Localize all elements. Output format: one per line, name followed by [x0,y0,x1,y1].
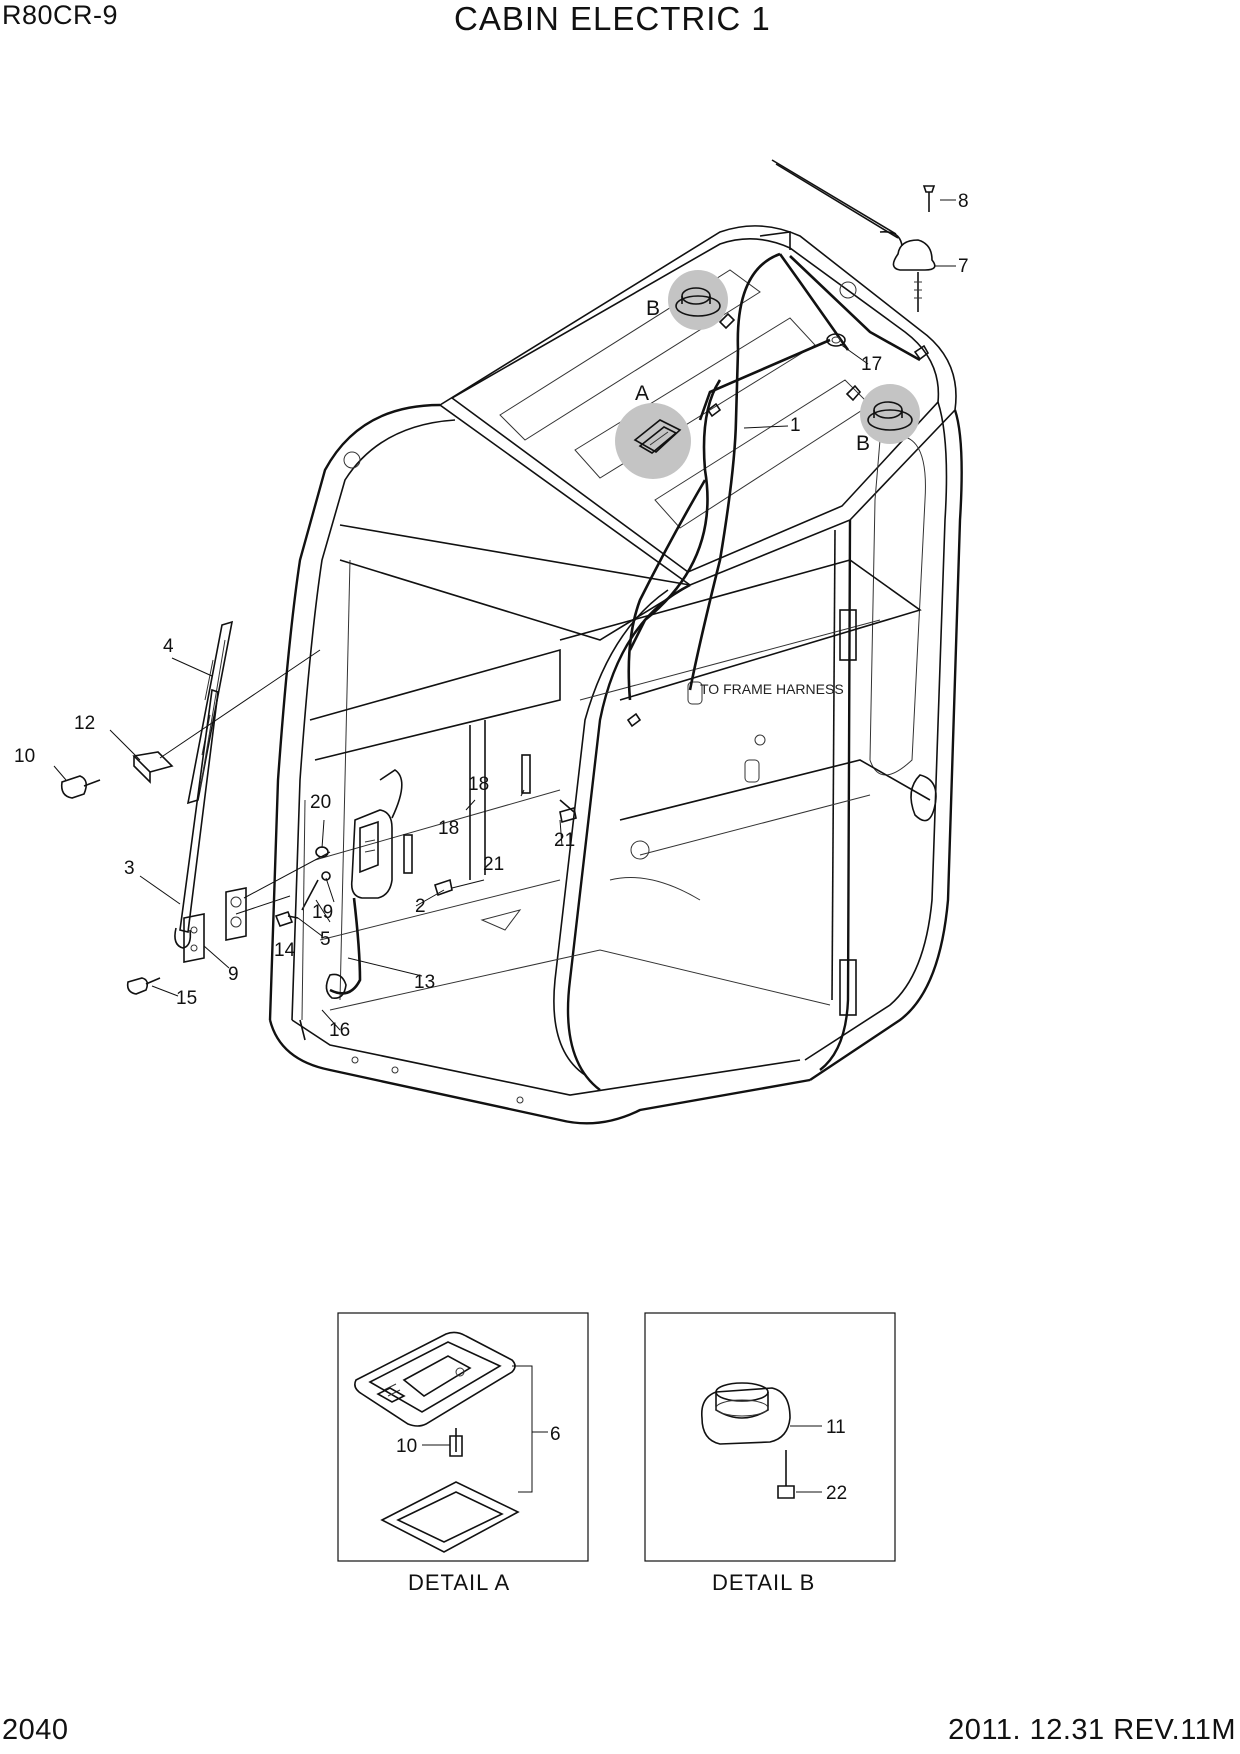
antenna-assembly [771,159,936,312]
callout-3: 3 [124,858,135,879]
callout-15: 15 [176,988,197,1009]
callout-19: 19 [312,902,333,923]
page-number: 2040 [2,1714,69,1746]
detail-a-callout-10: 10 [396,1436,417,1457]
nut-14 [274,911,299,927]
harness-note: TO FRAME HARNESS [700,681,844,697]
revision-date: 2011. 12.31 REV.11M [948,1714,1236,1746]
wiper-bracket [132,751,174,784]
bolt-10 [60,775,101,799]
speaker-left [668,270,728,330]
wiper-controller [350,769,403,899]
wiper-seal-plate [225,887,247,941]
callout-9: 9 [228,964,239,985]
page-title: CABIN ELECTRIC 1 [454,0,771,37]
detail-a-panel: 10 6 DETAIL A [337,1312,589,1595]
callout-20: 20 [310,792,331,813]
callout-16: 16 [329,1020,350,1041]
callout-7: 7 [958,256,969,277]
speaker-right [860,384,920,444]
brackets-18 [403,754,531,874]
marker-b-lower: B [856,432,870,455]
marker-b-upper: B [646,297,660,320]
detail-b-callout-11: 11 [826,1417,846,1438]
lower-harness [299,799,362,1041]
wiper-arm [174,688,219,949]
callout-2: 2 [415,896,426,917]
detail-a-caption: DETAIL A [408,1570,510,1595]
bolt-15 [126,977,161,995]
leader-lines [53,199,956,1031]
detail-b-caption: DETAIL B [712,1570,815,1595]
callout-8: 8 [958,191,969,212]
cabin-frame [268,225,963,1125]
room-lamp-assembly [615,403,691,479]
callout-1: 1 [790,415,801,436]
detail-b-callout-22: 22 [826,1483,847,1504]
callout-18-upper: 18 [468,774,489,795]
screws-21 [434,799,577,897]
callout-4: 4 [163,636,174,657]
callout-18-lower: 18 [438,818,459,839]
wiper-motor [186,620,234,805]
callout-labels: 8 7 17 1 4 12 10 3 9 15 14 5 19 20 13 2 … [14,191,969,1041]
cabin-harness [627,252,921,701]
callout-21-left: 21 [483,854,504,875]
wiper-base-plate [183,913,205,963]
detail-a-callout-6: 6 [550,1424,561,1445]
harness-clips [626,312,930,728]
marker-a: A [635,382,649,405]
callout-13: 13 [414,972,435,993]
grommet [826,333,846,347]
callout-21-right: 21 [554,830,575,851]
callout-17: 17 [861,354,882,375]
callout-5: 5 [320,929,331,950]
detail-markers: A B B [635,297,870,455]
callout-12: 12 [74,713,95,734]
model-code: R80CR-9 [2,0,119,30]
detail-b-panel: 11 22 DETAIL B [644,1312,896,1595]
callout-10: 10 [14,746,35,767]
callout-14: 14 [274,940,296,961]
